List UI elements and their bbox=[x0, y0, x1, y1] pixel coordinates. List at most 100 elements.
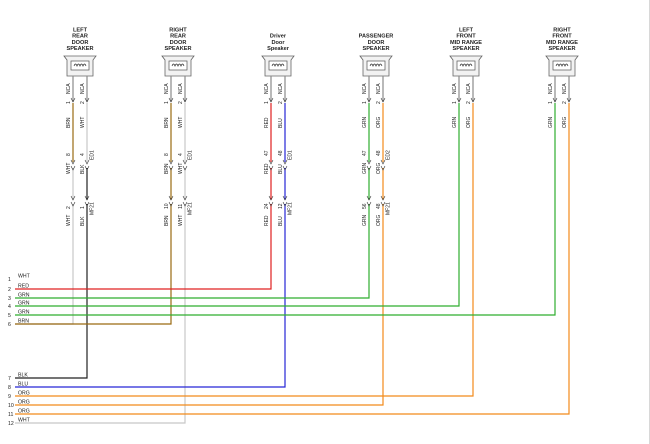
wire-color-label: GRN bbox=[362, 117, 368, 129]
wire-color-label: WHT bbox=[178, 117, 184, 128]
bus-color-label-11: ORG bbox=[18, 409, 30, 415]
pin-terminal bbox=[380, 97, 386, 103]
speaker-title-line: DOOR bbox=[72, 40, 89, 46]
connector-2-name: MF21 bbox=[90, 202, 96, 215]
connector-symbol bbox=[70, 195, 76, 207]
speaker-title-line: LEFT bbox=[73, 27, 88, 33]
pin-nca-label: NCA bbox=[80, 83, 86, 94]
pin-nca-label: NCA bbox=[178, 83, 184, 94]
speaker-icon-edge bbox=[449, 55, 454, 61]
speaker-title-line: LEFT bbox=[459, 27, 474, 33]
wire-color-label: ORG bbox=[376, 117, 382, 129]
pin-nca-label: NCA bbox=[548, 83, 554, 94]
bus-label-layer: 1WHT2RED3GRN4GRN5GRN6BRN7BLK8BLU9ORG10OR… bbox=[8, 274, 31, 427]
bus-number-1: 1 bbox=[8, 277, 11, 283]
bus-color-label-1: WHT bbox=[18, 274, 31, 280]
wire-color-label: RED bbox=[264, 163, 270, 174]
wire-segment bbox=[15, 204, 186, 424]
connector-2-name: MF21 bbox=[386, 202, 392, 215]
bus-number-7: 7 bbox=[8, 376, 11, 382]
connector-1-pin: 4 bbox=[178, 153, 184, 156]
bus-color-label-5: GRN bbox=[18, 310, 30, 316]
pin-number: 2 bbox=[466, 101, 472, 104]
speaker-4: PASSENGERDOORSPEAKER1NCAGRN47GRN56GRN2NC… bbox=[359, 34, 394, 226]
pin-number: 2 bbox=[80, 101, 86, 104]
pin-nca-label: NCA bbox=[466, 83, 472, 94]
connector-symbol bbox=[268, 195, 274, 207]
pin-terminal bbox=[566, 97, 572, 103]
pin-terminal bbox=[70, 97, 76, 103]
bus-number-9: 9 bbox=[8, 394, 11, 400]
speaker-coil-icon bbox=[271, 63, 285, 67]
wire-color-label: BRN bbox=[164, 117, 170, 128]
speaker-title-line: SPEAKER bbox=[66, 46, 93, 52]
wire-color-label: ORG bbox=[562, 117, 568, 129]
pin-terminal bbox=[456, 97, 462, 103]
pin-nca-label: NCA bbox=[66, 83, 72, 94]
bus-number-12: 12 bbox=[8, 421, 14, 427]
wire-color-label: BLK bbox=[80, 216, 86, 226]
pin-number: 1 bbox=[548, 101, 554, 104]
bus-color-label-6: BRN bbox=[18, 319, 29, 325]
speaker-title-line: SPEAKER bbox=[452, 46, 479, 52]
wire-color-label: BLU bbox=[278, 216, 284, 226]
connector-1-name: ED1 bbox=[188, 150, 194, 160]
pin-number: 1 bbox=[264, 101, 270, 104]
pin-nca-label: NCA bbox=[452, 83, 458, 94]
speaker-layer: LEFTREARDOORSPEAKER1NCABRN8WHT2WHT2NCAWH… bbox=[63, 27, 579, 226]
connector-2-pin: 56 bbox=[362, 203, 368, 209]
bus-color-label-9: ORG bbox=[18, 391, 30, 397]
wire-color-label: ORG bbox=[376, 215, 382, 227]
speaker-title-line: FRONT bbox=[552, 34, 572, 40]
connector-symbol bbox=[168, 159, 174, 171]
connector-symbol bbox=[366, 195, 372, 207]
wire-color-label: RED bbox=[264, 215, 270, 226]
speaker-3: DriverDoorSpeaker1NCARED47RED24RED2NCABL… bbox=[261, 34, 295, 226]
speaker-coil-icon bbox=[369, 63, 383, 67]
wire-color-label: ORG bbox=[376, 163, 382, 175]
connector-2-pin: 11 bbox=[178, 204, 184, 209]
speaker-title-line: MID RANGE bbox=[450, 40, 482, 46]
connector-2-pin: 2 bbox=[66, 206, 72, 209]
pin-number: 1 bbox=[164, 101, 170, 104]
speaker-icon-edge bbox=[359, 55, 364, 61]
connector-symbol bbox=[84, 195, 90, 207]
pin-nca-label: NCA bbox=[562, 83, 568, 94]
speaker-1: LEFTREARDOORSPEAKER1NCABRN8WHT2WHT2NCAWH… bbox=[63, 27, 97, 226]
connector-1-pin: 47 bbox=[362, 150, 368, 156]
connector-1-pin: 48 bbox=[376, 150, 382, 156]
pin-nca-label: NCA bbox=[264, 83, 270, 94]
connector-symbol bbox=[380, 195, 386, 207]
pin-nca-label: NCA bbox=[376, 83, 382, 94]
pin-terminal bbox=[366, 97, 372, 103]
speaker-2: RIGHTREARDOORSPEAKER1NCABRN8BRN10BRN2NCA… bbox=[161, 27, 195, 226]
speaker-title-line: SPEAKER bbox=[548, 46, 575, 52]
speaker-title-line: DOOR bbox=[170, 40, 187, 46]
wire-color-label: WHT bbox=[178, 215, 184, 226]
pin-number: 1 bbox=[362, 101, 368, 104]
wire-segment bbox=[15, 103, 474, 397]
wire-color-label: GRN bbox=[452, 117, 458, 129]
connector-symbol bbox=[380, 159, 386, 171]
connector-2-pin: 1 bbox=[80, 206, 86, 209]
bus-color-label-12: WHT bbox=[18, 418, 31, 424]
connector-1-pin: 48 bbox=[278, 150, 284, 156]
bus-number-3: 3 bbox=[8, 296, 11, 302]
wire-color-label: GRN bbox=[362, 163, 368, 175]
connector-symbol bbox=[366, 159, 372, 171]
connector-symbol bbox=[84, 159, 90, 171]
bus-number-5: 5 bbox=[8, 313, 11, 319]
speaker-title-line: FRONT bbox=[456, 34, 476, 40]
connector-1-pin: 4 bbox=[80, 153, 86, 156]
bus-color-label-8: BLU bbox=[18, 382, 28, 388]
bus-number-8: 8 bbox=[8, 385, 11, 391]
speaker-title-line: Driver bbox=[270, 34, 287, 40]
speaker-title-line: Speaker bbox=[267, 46, 290, 52]
speaker-coil-icon bbox=[459, 63, 473, 67]
bus-number-10: 10 bbox=[8, 403, 14, 409]
wire-color-label: ORG bbox=[466, 117, 472, 129]
wire-color-label: GRN bbox=[362, 215, 368, 227]
wire-color-label: BRN bbox=[164, 215, 170, 226]
